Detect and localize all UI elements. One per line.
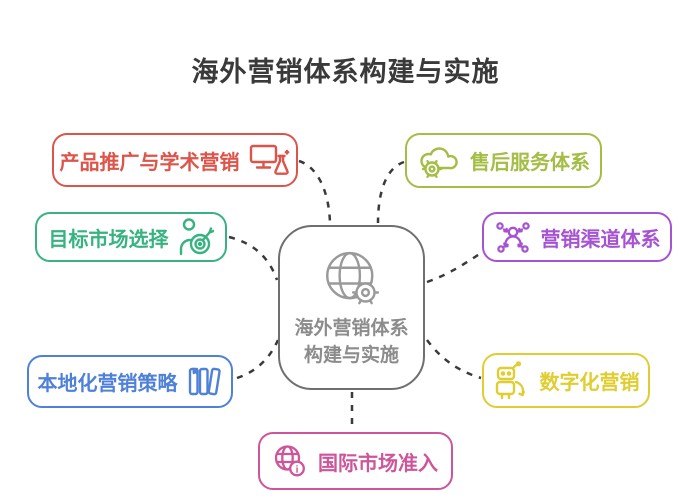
node-localization: 本地化营销策略 <box>27 355 233 408</box>
connector-after-sales <box>376 160 405 224</box>
globe-gear-icon <box>316 246 388 312</box>
node-target-market: 目标市场选择 <box>35 212 227 262</box>
cloud-gear-icon <box>417 142 461 180</box>
svg-text:i: i <box>296 464 299 475</box>
node-localization-label: 本地化营销策略 <box>37 373 178 395</box>
node-target-market-label: 目标市场选择 <box>48 228 169 251</box>
books-icon <box>187 365 223 399</box>
node-channels-label: 营销渠道体系 <box>540 228 661 251</box>
connector-target-market <box>228 235 279 281</box>
monitor-flask-icon <box>249 142 291 178</box>
connector-localization <box>236 339 280 380</box>
robot-icon <box>493 361 531 401</box>
node-digital-label: 数字化营销 <box>539 372 640 394</box>
connector-digital <box>425 339 482 380</box>
node-digital: 数字化营销 <box>482 353 650 408</box>
globe-info-icon: i <box>273 444 309 478</box>
node-channels: 营销渠道体系 <box>482 212 672 262</box>
node-after-sales: 售后服务体系 <box>405 133 602 188</box>
center-node-label: 海外营销体系构建与实施 <box>294 317 409 366</box>
person-target-icon <box>178 217 214 257</box>
node-market-access-label: 国际市场准入 <box>318 452 438 475</box>
people-network-icon <box>494 219 532 255</box>
node-after-sales-label: 售后服务体系 <box>470 152 590 174</box>
node-product-promotion-label: 产品推广与学术营销 <box>59 151 240 174</box>
node-market-access: i 国际市场准入 <box>258 432 453 490</box>
page-title: 海外营销体系构建与实施 <box>191 57 500 87</box>
connector-product-promotion <box>298 159 332 224</box>
node-product-promotion: 产品推广与学术营销 <box>52 133 298 187</box>
connector-channels <box>426 251 482 284</box>
center-node-overseas-marketing: 海外营销体系构建与实施 <box>278 225 425 390</box>
